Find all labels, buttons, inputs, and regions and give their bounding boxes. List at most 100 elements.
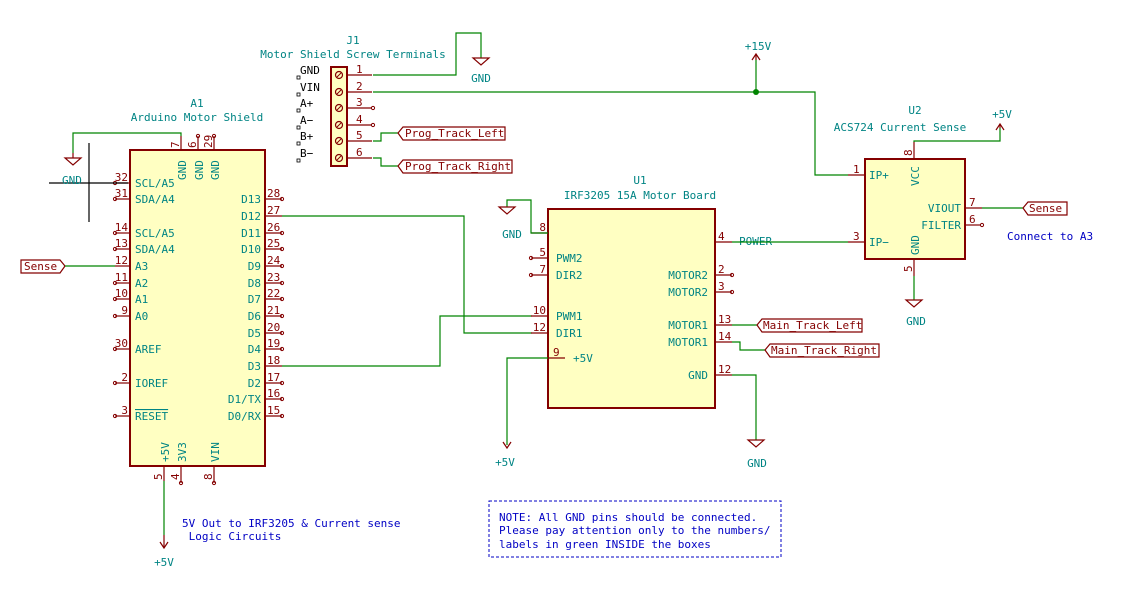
gnd-symbol: [471, 57, 491, 66]
u1-pin-num: 5: [539, 246, 546, 259]
j1-pin-name: A+: [300, 97, 314, 110]
j1-pin-name: GND: [300, 64, 320, 77]
gnd-label: GND: [471, 72, 491, 85]
net-label-sense-a3[interactable]: Sense: [20, 259, 66, 274]
component-u2[interactable]: U2 ACS724 Current Sense 1 IP+ 3 IP− 8 VC…: [834, 104, 985, 276]
a1-pin-name: GND: [209, 160, 222, 180]
u1-ref: U1: [633, 174, 646, 187]
plus5v-symbol: [995, 122, 1005, 131]
a1-value: Arduino Motor Shield: [131, 111, 263, 124]
u2-pin-num: 8: [902, 149, 915, 156]
u2-pin-num: 6: [969, 213, 976, 226]
net-label-sense-u2[interactable]: Sense: [1022, 201, 1068, 216]
plus15v-label: +15V: [745, 40, 772, 53]
u1-pin-num: 4: [718, 230, 725, 243]
net-label-prog-track-right[interactable]: Prog_Track_Right: [397, 159, 513, 174]
a1-pin-name: D1/TX: [228, 393, 261, 406]
j1-value: Motor Shield Screw Terminals: [260, 48, 445, 61]
plus5v-symbol: [159, 535, 169, 550]
u1-pin-name: GND: [688, 369, 708, 382]
u1-pin-name: MOTOR2: [668, 286, 708, 299]
u1-pin-num: 14: [718, 330, 732, 343]
u1-pin-num: 12: [533, 321, 546, 334]
wire-vin-15v-ipplus: [373, 91, 848, 176]
plus5v-label: +5V: [992, 108, 1012, 121]
a1-body: [129, 149, 266, 467]
screw-icon: [334, 70, 344, 80]
a1-pin-num: 31: [115, 187, 128, 200]
component-j1[interactable]: J1 Motor Shield Screw Terminals 1GND2VIN…: [260, 34, 446, 167]
wire-main-right: [732, 341, 765, 351]
j1-ref: J1: [346, 34, 359, 47]
note-line-3: labels in green INSIDE the boxes: [499, 538, 711, 551]
j1-pin-num: 3: [356, 96, 363, 109]
a1-pin-num: 10: [115, 287, 128, 300]
a1-pin-name: A2: [135, 277, 148, 290]
a1-pin-num: 13: [115, 237, 128, 250]
u1-pin-name: DIR2: [556, 269, 583, 282]
a1-pin-num: 21: [267, 304, 280, 317]
a1-pin-num: 32: [115, 171, 128, 184]
a1-pin-num: 9: [121, 304, 128, 317]
a1-pin-name: D11: [241, 227, 261, 240]
a1-pin-num: 25: [267, 237, 280, 250]
u1-pin-num: 2: [718, 263, 725, 276]
a1-pin-name: SDA/A4: [135, 243, 175, 256]
note-5v-out-line1: 5V Out to IRF3205 & Current sense: [182, 517, 401, 530]
a1-pin-name: RESET: [135, 410, 168, 423]
a1-pin-num: 7: [169, 141, 182, 148]
j1-pin-name: B+: [300, 130, 314, 143]
screw-icon: [334, 87, 344, 97]
u2-pin-name: VCC: [909, 166, 922, 186]
a1-pin-name: SCL/A5: [135, 227, 175, 240]
u2-ref: U2: [908, 104, 921, 117]
wire-d3-pwm1: [282, 315, 532, 367]
gnd-label: GND: [62, 174, 82, 187]
a1-pin-name: D0/RX: [228, 410, 261, 423]
gnd-symbol: [746, 439, 766, 448]
u1-pin-num: 9: [553, 346, 560, 359]
gnd-label: GND: [906, 315, 926, 328]
a1-pin-name: +5V: [159, 442, 172, 462]
a1-pin-num: 12: [115, 254, 128, 267]
net-label-main-track-right[interactable]: Main_Track_Right: [764, 343, 880, 358]
a1-pin-num: 26: [267, 221, 280, 234]
a1-ref: A1: [190, 97, 203, 110]
net-label-prog-track-left[interactable]: Prog_Track_Left: [397, 126, 506, 141]
a1-pin-num: 11: [115, 271, 128, 284]
gnd-symbol: [904, 299, 924, 308]
a1-pin-num: 28: [267, 187, 280, 200]
a1-pin-name: SCL/A5: [135, 177, 175, 190]
a1-pin-num: 14: [115, 221, 129, 234]
a1-pin-num: 23: [267, 271, 280, 284]
a1-pin-name: AREF: [135, 343, 162, 356]
j1-pin-num: 4: [356, 113, 363, 126]
u1-pin-name: DIR1: [556, 327, 583, 340]
u1-pin-name: MOTOR1: [668, 319, 708, 332]
a1-pin-name: VIN: [209, 442, 222, 462]
a1-pin-num: 29: [202, 135, 215, 148]
a1-pin-num: 30: [115, 337, 128, 350]
gnd-symbol: [63, 153, 83, 166]
svg-text:Main_Track_Right: Main_Track_Right: [771, 344, 877, 357]
wire-u1-gnd-top: [506, 199, 548, 234]
u2-pin-name: IP−: [869, 236, 889, 249]
j1-pin-name: B−: [300, 147, 314, 160]
gnd-symbol: [497, 206, 517, 215]
net-label-main-track-left[interactable]: Main_Track_Left: [756, 318, 863, 333]
a1-pin-name: D7: [248, 293, 261, 306]
a1-pin-name: GND: [193, 160, 206, 180]
svg-text:Main_Track_Left: Main_Track_Left: [763, 319, 862, 332]
a1-pin-num: 8: [202, 473, 215, 480]
j1-pin-num: 2: [356, 80, 363, 93]
a1-pin-num: 2: [121, 371, 128, 384]
svg-text:Sense: Sense: [1029, 202, 1062, 215]
wire-u1-5v: [506, 357, 548, 445]
u1-pin-name: MOTOR1: [668, 336, 708, 349]
u2-pin-num: 1: [853, 163, 860, 176]
a1-pin-num: 19: [267, 337, 280, 350]
u2-pin-name: VIOUT: [928, 202, 961, 215]
a1-pin-num: 17: [267, 371, 280, 384]
component-a1[interactable]: A1 Arduino Motor Shield 7 6 29 GND GND G…: [112, 97, 285, 486]
